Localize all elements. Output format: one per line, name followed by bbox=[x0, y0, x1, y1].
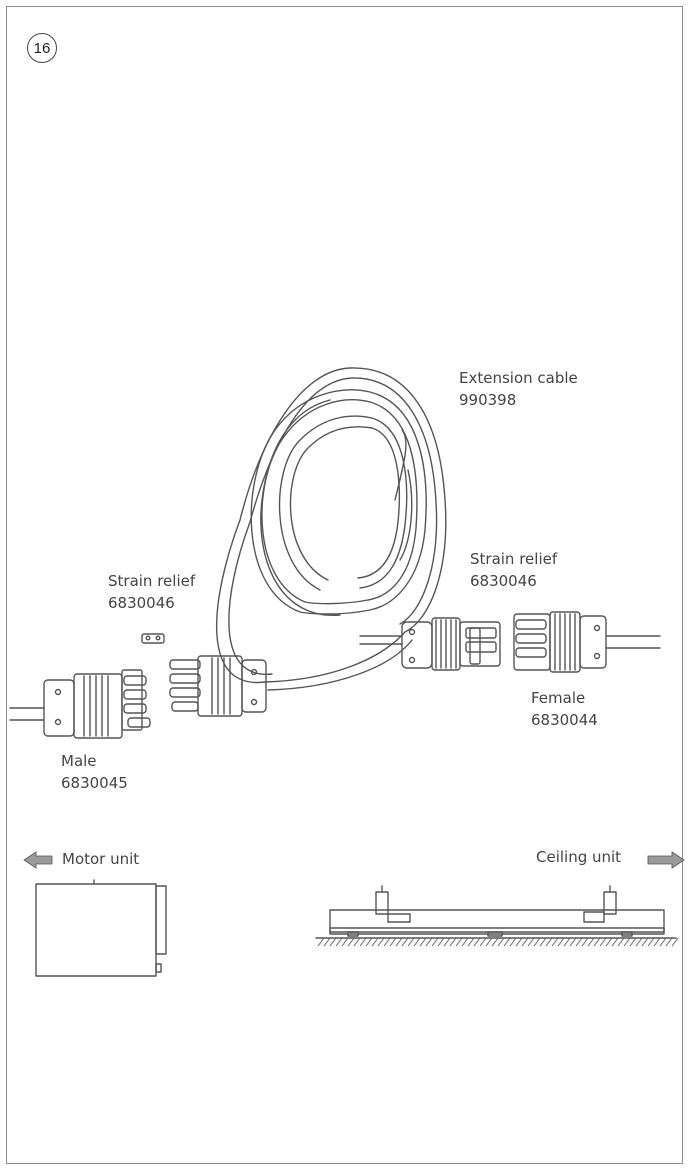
strain-relief-left-code: 6830046 bbox=[108, 594, 175, 612]
male-label: Male 6830045 bbox=[61, 750, 128, 794]
male-code: 6830045 bbox=[61, 774, 128, 792]
strain-relief-connector-right bbox=[401, 617, 501, 671]
strain-relief-clip-left bbox=[141, 633, 165, 644]
strain-relief-right-name: Strain relief bbox=[470, 550, 558, 568]
ceiling-unit-label: Ceiling unit bbox=[536, 848, 622, 866]
strain-relief-left-label: Strain relief 6830046 bbox=[108, 570, 195, 614]
female-connector bbox=[513, 611, 661, 673]
extension-cable-label: Extension cable 990398 bbox=[459, 367, 578, 411]
step-number-badge: 16 bbox=[27, 33, 57, 63]
motor-unit-drawing bbox=[35, 879, 167, 977]
strain-relief-right-label: Strain relief 6830046 bbox=[470, 548, 557, 592]
female-code: 6830044 bbox=[531, 711, 598, 729]
ceiling-hatching bbox=[317, 937, 679, 947]
arrow-right-icon bbox=[647, 851, 685, 869]
male-name: Male bbox=[61, 752, 97, 770]
extension-cable-name: Extension cable bbox=[459, 369, 578, 387]
female-label: Female 6830044 bbox=[531, 687, 598, 731]
extension-cable-code: 990398 bbox=[459, 391, 517, 409]
cable-end-connector-left bbox=[169, 655, 267, 717]
male-connector bbox=[9, 669, 151, 739]
motor-unit-label: Motor unit bbox=[62, 850, 140, 868]
diagram-frame bbox=[6, 6, 683, 1164]
female-name: Female bbox=[531, 689, 586, 707]
strain-relief-right-code: 6830046 bbox=[470, 572, 537, 590]
ceiling-unit-drawing bbox=[315, 885, 677, 939]
strain-relief-left-name: Strain relief bbox=[108, 572, 196, 590]
arrow-left-icon bbox=[23, 851, 53, 869]
extension-cable-coil bbox=[216, 367, 447, 691]
